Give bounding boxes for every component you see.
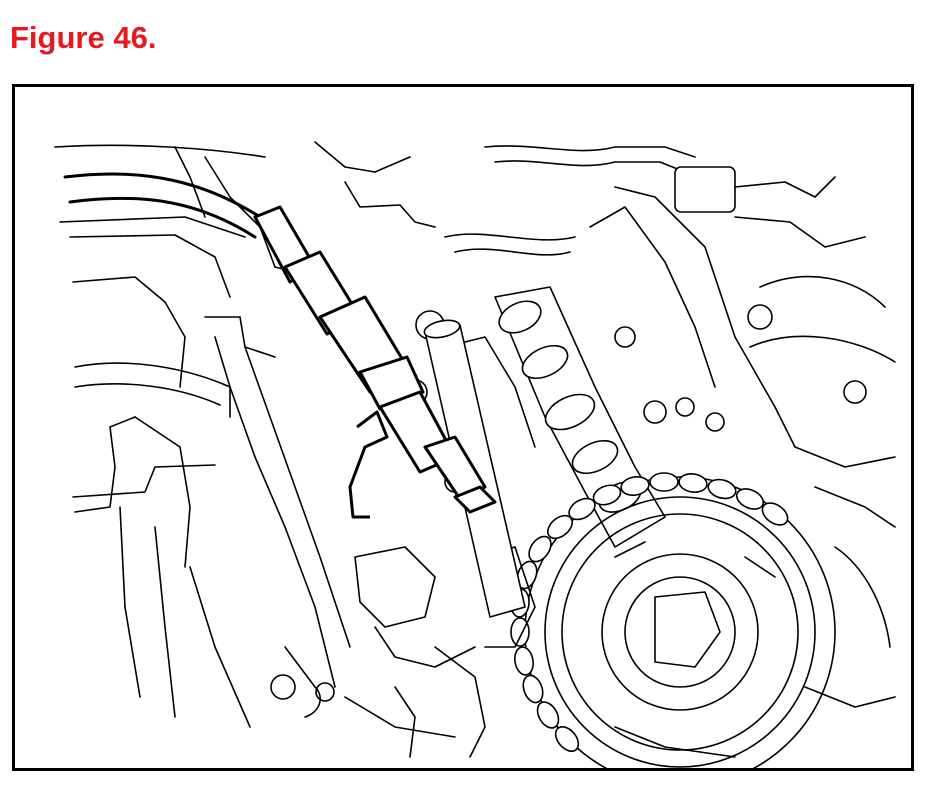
illustration-frame: [12, 84, 914, 771]
timing-chain: [510, 472, 789, 752]
camshaft: [494, 186, 796, 548]
fuel-lines: [444, 145, 896, 363]
engine-line-drawing: [54, 141, 896, 768]
timing-sprocket: [524, 476, 836, 768]
figure-caption: Figure 46.: [10, 20, 157, 55]
engine-components-left: [54, 141, 476, 738]
engine-components-right: [394, 336, 896, 758]
borescope-probe: [63, 172, 497, 519]
